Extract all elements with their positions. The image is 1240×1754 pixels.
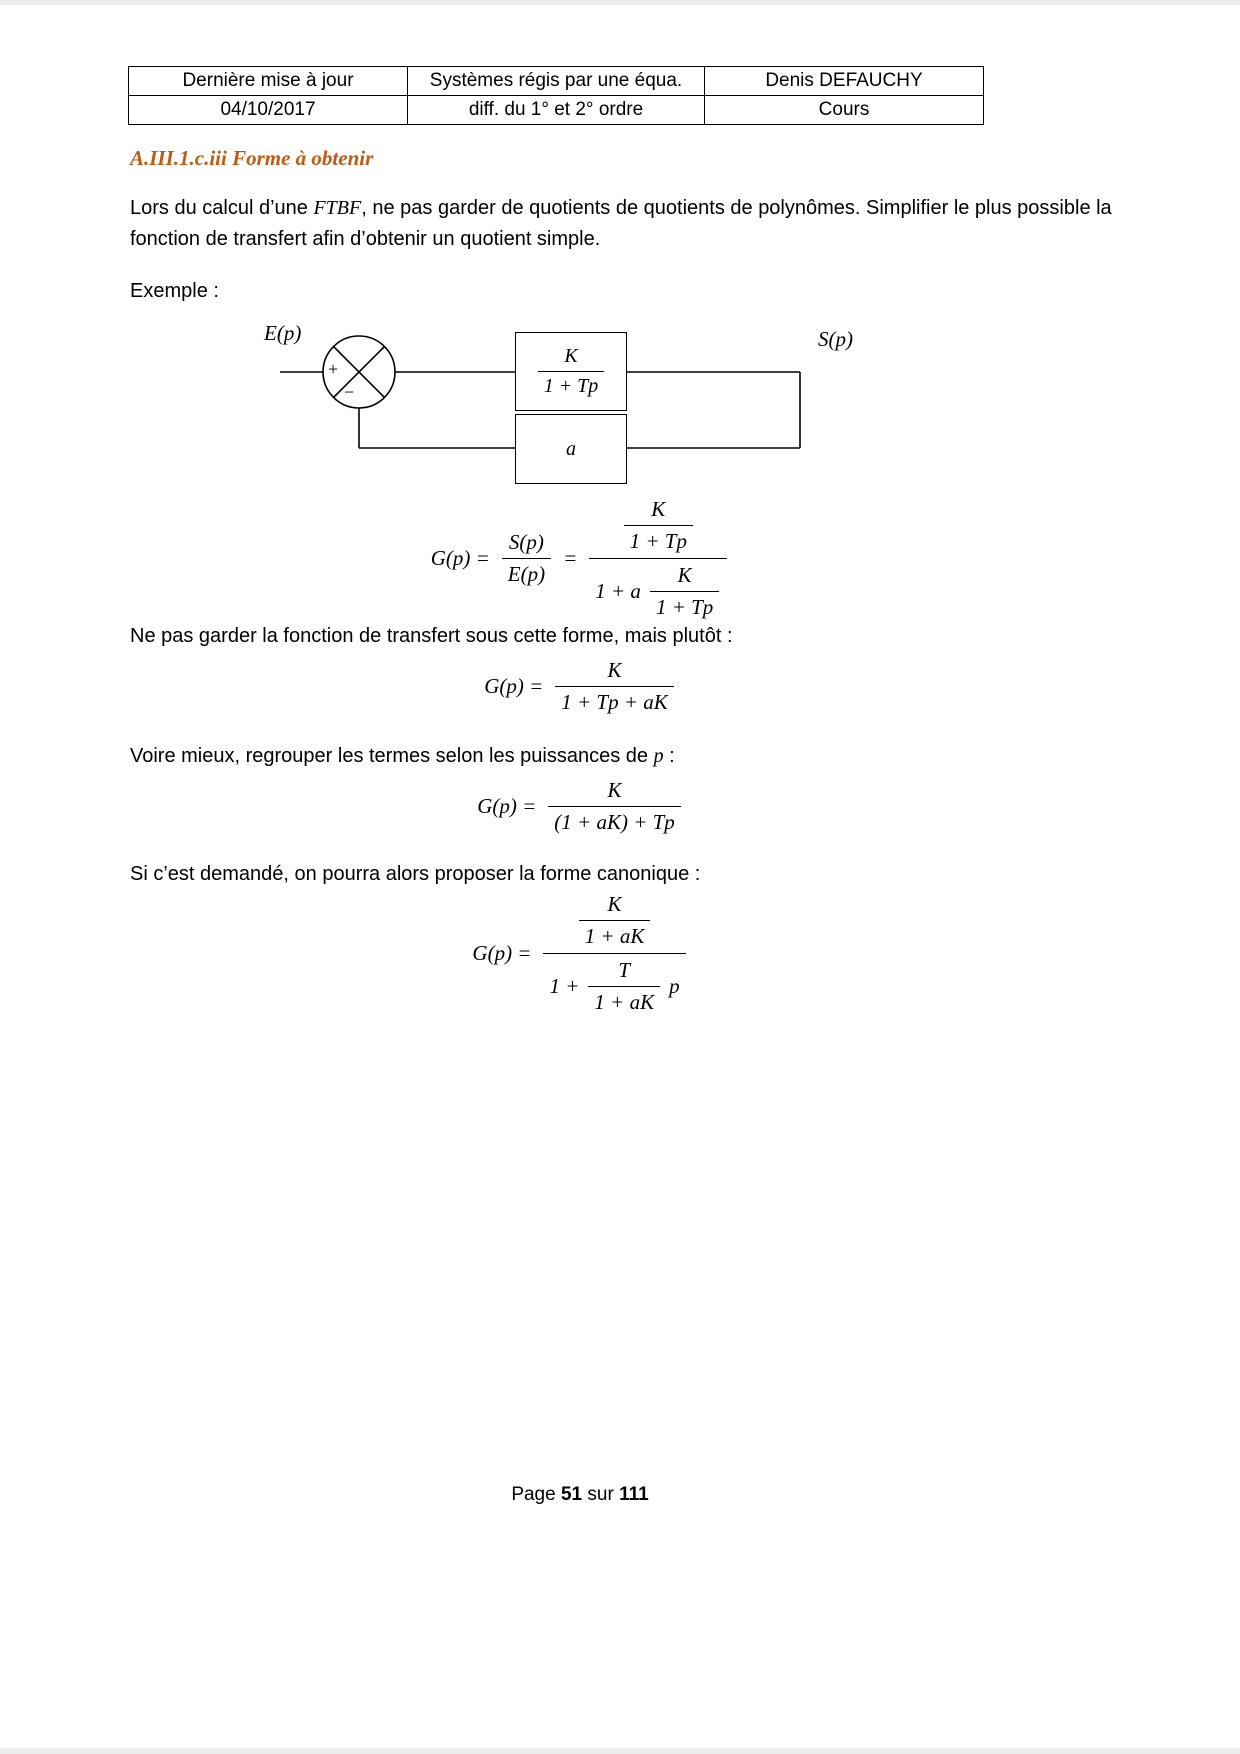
equation-ftbf-raw: G(p) = S(p) E(p) = K 1 + Tp 1 + a K 1 + …: [0, 495, 1160, 622]
feedback-block: a: [515, 414, 627, 484]
eq1-lhs: G(p) =: [430, 546, 490, 570]
section-heading: A.III.1.c.iii Forme à obtenir: [130, 146, 374, 170]
eq2-numerator: K: [607, 658, 622, 682]
intro-math-ftbf: FTBF: [313, 197, 362, 219]
eq4-1ak-top: 1 + aK: [578, 920, 651, 950]
eq3-denominator: (1 + aK) + Tp: [548, 806, 681, 836]
header-updated-date: 04/10/2017: [128, 95, 408, 125]
block-diagram: E(p) S(p) + − K 1 + Tp a: [0, 318, 1240, 503]
page-edge-bottom: [0, 1748, 1240, 1754]
eq1-1tp-bottom: 1 + Tp: [649, 591, 720, 621]
page-footer: Page 51 sur 111: [0, 1484, 1160, 1506]
intro-text-post: , ne pas garder de quotients de quotient…: [130, 197, 1112, 250]
si-cest-demande-text: Si c’est demandé, on pourra alors propos…: [130, 863, 701, 885]
eq4-1ak-bottom: 1 + aK: [588, 986, 661, 1016]
eq2-denominator: 1 + Tp + aK: [555, 686, 674, 716]
intro-paragraph: Lors du calcul d’une FTBF, ne pas garder…: [130, 193, 1115, 255]
forward-block-fraction: K 1 + Tp: [537, 344, 605, 399]
voire-mieux-text: Voire mieux, regrouper les termes selon …: [130, 741, 1115, 772]
eq4-k-top: K: [607, 892, 622, 916]
footer-current-page: 51: [560, 1484, 583, 1505]
equation-simplified: G(p) = K 1 + Tp + aK: [0, 657, 1160, 716]
equation-canonical-form: G(p) = K 1 + aK 1 + T 1 + aK p: [0, 890, 1160, 1017]
eq1-den-pre: 1 + a: [595, 579, 641, 603]
eq4-outer-numerator: K 1 + aK: [543, 890, 685, 953]
voire-text-pre: Voire mieux, regrouper les termes selon …: [130, 745, 654, 767]
eq1-outer-denominator: 1 + a K 1 + Tp: [589, 558, 728, 622]
forward-block-denominator: 1 + Tp: [537, 371, 605, 399]
eq1-inner-fraction-bottom: K 1 + Tp: [649, 562, 720, 621]
eq1-1tp-top: 1 + Tp: [623, 525, 693, 555]
forward-block: K 1 + Tp: [515, 332, 627, 411]
diagram-output-label: S(p): [818, 327, 853, 351]
header-course-title-line2: diff. du 1° et 2° ordre: [407, 95, 705, 125]
footer-page-word: Page: [511, 1484, 561, 1505]
ne-pas-garder-text: Ne pas garder la fonction de transfert s…: [130, 625, 733, 647]
header-table: Dernière mise à jour Systèmes régis par …: [128, 66, 984, 125]
eq4-den-post: p: [669, 974, 680, 998]
header-updated-label: Dernière mise à jour: [128, 66, 408, 96]
eq3-fraction: K (1 + aK) + Tp: [548, 777, 681, 836]
exemple-label: Exemple :: [130, 280, 219, 302]
eq4-inner-fraction-bottom: T 1 + aK: [588, 957, 661, 1016]
header-doc-type: Cours: [704, 95, 984, 125]
footer-total-pages: 111: [619, 1484, 649, 1505]
eq2-lhs: G(p) =: [484, 674, 544, 698]
feedback-block-label: a: [566, 437, 576, 460]
voire-math-p: p: [653, 745, 664, 767]
header-author: Denis DEFAUCHY: [704, 66, 984, 96]
sum-minus-sign: −: [344, 382, 355, 402]
eq1-k-bottom: K: [677, 563, 692, 587]
intro-text-pre: Lors du calcul d’une: [130, 197, 314, 219]
eq1-outer-fraction: K 1 + Tp 1 + a K 1 + Tp: [589, 495, 728, 622]
eq4-outer-fraction: K 1 + aK 1 + T 1 + aK p: [543, 890, 686, 1017]
eq4-inner-fraction-top: K 1 + aK: [578, 891, 651, 950]
page-edge-top: [0, 0, 1240, 5]
footer-sur-word: sur: [582, 1484, 620, 1505]
eq1-outer-numerator: K 1 + Tp: [589, 495, 727, 558]
eq1-k-top: K: [651, 497, 666, 521]
eq3-numerator: K: [607, 778, 622, 802]
forward-block-numerator: K: [564, 345, 578, 367]
eq4-den-pre: 1 +: [549, 974, 580, 998]
eq1-sp-over-ep: S(p) E(p): [501, 529, 552, 588]
eq1-ep: E(p): [501, 558, 552, 588]
eq3-lhs: G(p) =: [477, 794, 537, 818]
sum-plus-sign: +: [328, 359, 339, 379]
eq4-outer-denominator: 1 + T 1 + aK p: [543, 953, 686, 1017]
eq2-fraction: K 1 + Tp + aK: [555, 657, 674, 716]
header-course-title-line1: Systèmes régis par une équa.: [407, 66, 705, 96]
diagram-input-label: E(p): [264, 321, 302, 345]
eq1-equals: =: [563, 546, 578, 570]
equation-grouped-powers: G(p) = K (1 + aK) + Tp: [0, 777, 1160, 836]
voire-text-post: :: [663, 745, 675, 767]
eq1-inner-fraction-top: K 1 + Tp: [623, 496, 693, 555]
eq1-sp: S(p): [508, 530, 544, 554]
eq4-t-bottom: T: [618, 958, 631, 982]
diagram-lines: [280, 335, 801, 449]
eq4-lhs: G(p) =: [472, 941, 532, 965]
